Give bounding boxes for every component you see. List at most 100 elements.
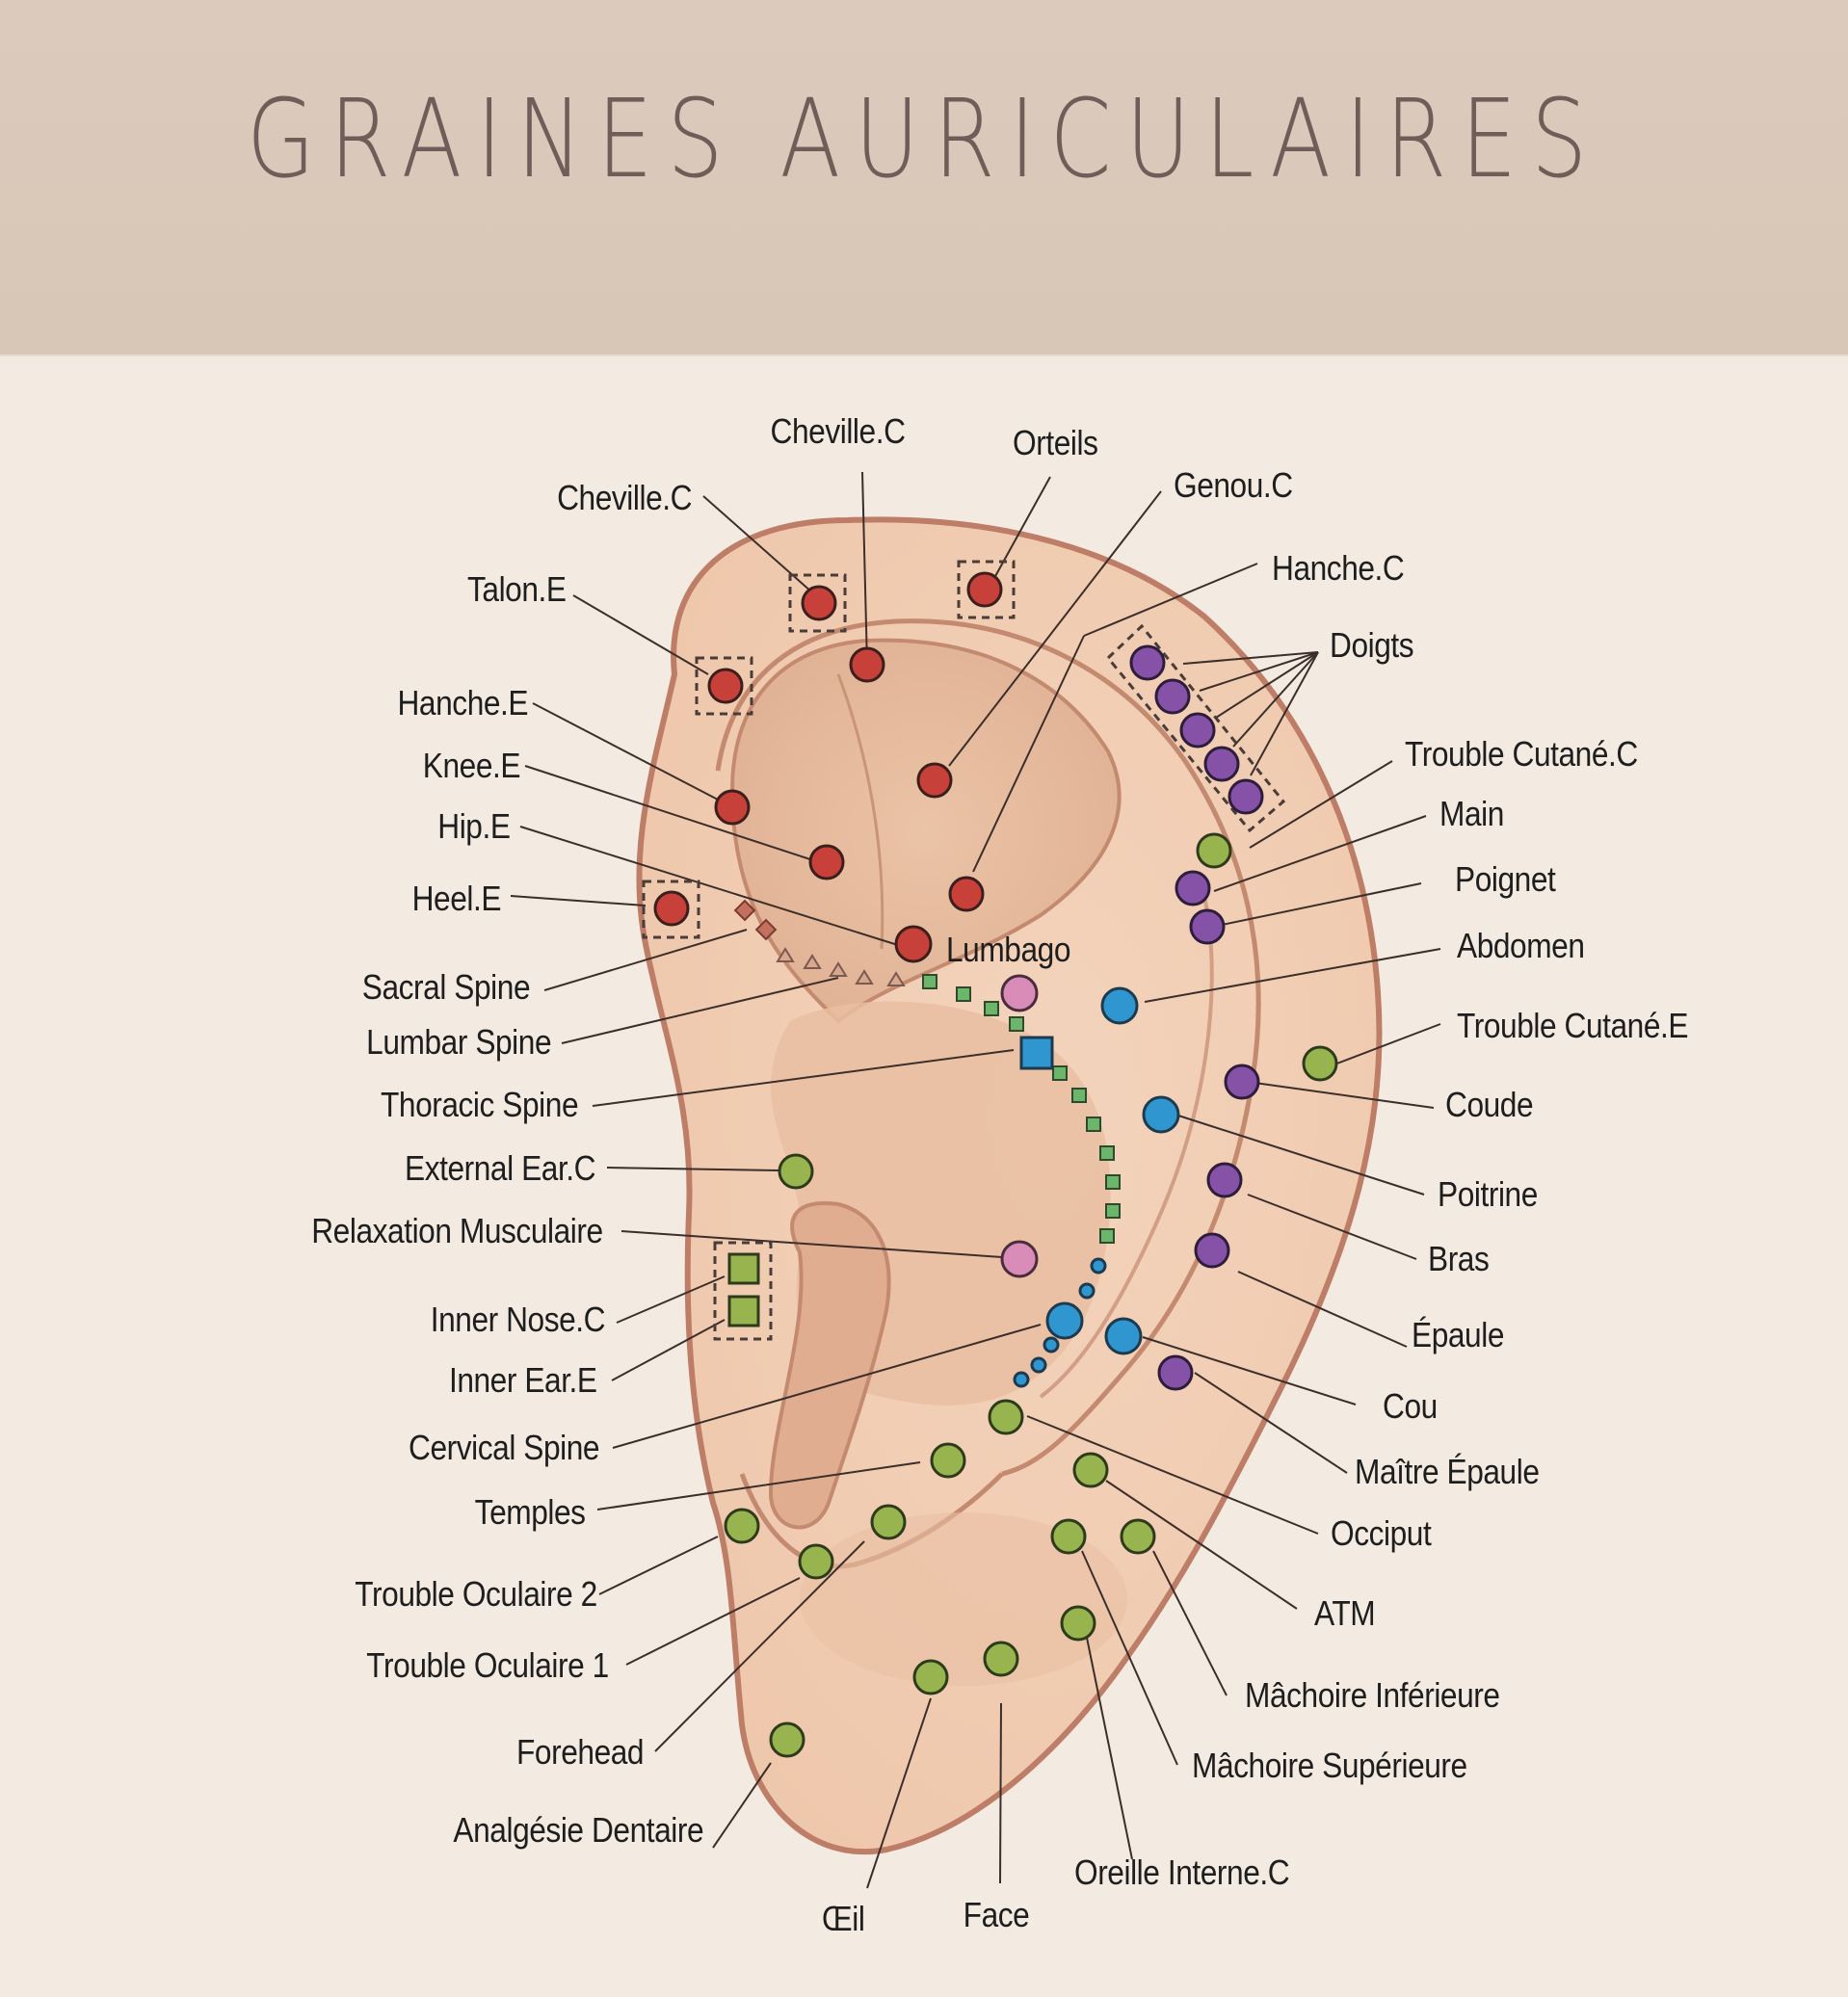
sacral-spine-markers <box>733 899 778 941</box>
label-sacral-spine: Sacral Spine <box>361 967 531 1007</box>
dashed-groups <box>642 560 1286 1341</box>
label-forehead: Forehead <box>515 1732 645 1772</box>
label-epaule: Épaule <box>1412 1315 1505 1354</box>
point-trouble-oculaire-2 <box>724 1508 760 1544</box>
point-machoire-inferieure <box>1120 1518 1156 1555</box>
point-poignet <box>1189 908 1226 945</box>
label-talon-e: Talon.E <box>467 569 567 609</box>
point-talon-e <box>707 668 744 704</box>
triangular-fossa <box>729 638 1122 1024</box>
label-thoracic-spine: Thoracic Spine <box>380 1085 579 1124</box>
label-hanche-c: Hanche.C <box>1272 548 1405 588</box>
blue-points <box>1013 986 1180 1388</box>
label-cou: Cou <box>1383 1386 1438 1426</box>
point-face <box>983 1641 1019 1677</box>
label-external-ear-c: External Ear.C <box>404 1148 596 1188</box>
thoracic-spine-point <box>1019 1036 1054 1070</box>
label-hanche-e: Hanche.E <box>397 683 528 723</box>
point-maitre-epaule <box>1157 1354 1194 1391</box>
point-knee-e <box>808 844 845 880</box>
antihelix-band <box>715 618 1261 1477</box>
label-trouble-oculaire-2: Trouble Oculaire 2 <box>355 1574 597 1614</box>
point-inner-ear-e <box>727 1295 760 1327</box>
label-atm: ATM <box>1314 1593 1376 1633</box>
header-banner: GRAINES AURICULAIRES <box>0 0 1848 356</box>
label-heel-e: Heel.E <box>411 879 502 918</box>
label-hip-e: Hip.E <box>437 806 512 846</box>
label-trouble-cutane-e: Trouble Cutané.E <box>1457 1006 1689 1045</box>
label-orteils: Orteils <box>1013 423 1098 462</box>
green-points <box>724 832 1338 1758</box>
label-lumbar-spine: Lumbar Spine <box>366 1022 551 1062</box>
label-cheville-c-left: Cheville.C <box>557 478 692 517</box>
label-abdomen: Abdomen <box>1457 926 1585 965</box>
point-trouble-cutane-c <box>1196 832 1232 869</box>
label-doigts: Doigts <box>1330 625 1414 665</box>
point-occiput <box>988 1399 1024 1435</box>
point-poitrine <box>1142 1095 1180 1134</box>
label-face: Face <box>963 1895 1030 1934</box>
point-hanche-e <box>714 789 751 826</box>
leader-lines <box>510 471 1441 1889</box>
point-cheville-c-left <box>801 585 837 621</box>
thoracic-spine-markers <box>922 974 1121 1244</box>
point-temples <box>930 1442 966 1479</box>
red-points <box>653 571 1003 963</box>
point-inner-nose-c <box>727 1252 760 1285</box>
point-coude <box>1224 1064 1260 1100</box>
point-trouble-cutane-e <box>1302 1045 1338 1082</box>
label-occiput: Occiput <box>1331 1513 1432 1553</box>
point-epaule <box>1194 1232 1230 1269</box>
label-cervical-spine: Cervical Spine <box>408 1428 600 1467</box>
label-inner-nose-c: Inner Nose.C <box>430 1300 606 1339</box>
label-lumbago: Lumbago <box>946 930 1071 969</box>
point-genou-c <box>916 762 953 799</box>
label-cheville-c-top: Cheville.C <box>770 411 906 451</box>
point-external-ear-c <box>778 1153 814 1190</box>
point-lumbago <box>894 925 933 963</box>
point-analgesie-dentaire <box>769 1721 805 1758</box>
point-hanche-c <box>948 876 985 912</box>
point-forehead <box>870 1504 907 1540</box>
label-poignet: Poignet <box>1455 859 1556 899</box>
label-poitrine: Poitrine <box>1438 1174 1538 1214</box>
tragus <box>768 1201 891 1530</box>
label-machoire-superieure: Mâchoire Supérieure <box>1192 1746 1467 1785</box>
point-cervical-spine <box>1045 1301 1084 1340</box>
point-orteils <box>966 571 1003 608</box>
label-trouble-cutane-c: Trouble Cutané.C <box>1405 734 1638 774</box>
lumbar-spine-markers <box>776 947 906 986</box>
point-atm <box>1072 1452 1109 1488</box>
label-main: Main <box>1439 794 1504 833</box>
point-oreille-interne-c <box>1060 1605 1096 1642</box>
point-doigt-4 <box>1203 746 1240 782</box>
label-oeil: Œil <box>822 1899 865 1938</box>
label-bras: Bras <box>1428 1239 1490 1278</box>
page-title: GRAINES AURICULAIRES <box>246 77 1602 202</box>
point-cheville-c-top <box>849 646 885 683</box>
label-oreille-interne-c: Oreille Interne.C <box>1074 1852 1290 1892</box>
point-heel-e <box>653 890 690 927</box>
inner-nose-ear-squares <box>727 1252 760 1327</box>
point-doigt-1 <box>1129 644 1166 681</box>
label-relaxation-musculaire: Relaxation Musculaire <box>311 1211 604 1250</box>
pink-points <box>1000 974 1039 1278</box>
purple-points <box>1129 644 1264 1391</box>
label-genou-c: Genou.C <box>1174 465 1293 505</box>
point-relaxation-musculaire <box>1000 1240 1039 1278</box>
point-oeil <box>912 1659 949 1695</box>
label-maitre-epaule: Maître Épaule <box>1355 1452 1540 1491</box>
label-knee-e: Knee.E <box>422 746 521 785</box>
point-bras <box>1206 1162 1243 1198</box>
label-inner-ear-e: Inner Ear.E <box>449 1360 597 1400</box>
label-temples: Temples <box>475 1492 586 1532</box>
point-doigt-2 <box>1154 678 1191 715</box>
point-lumbar-pink <box>1000 974 1039 1012</box>
label-coude: Coude <box>1445 1085 1534 1124</box>
point-doigt-3 <box>1179 712 1216 749</box>
point-machoire-superieure <box>1050 1518 1087 1555</box>
point-doigt-5 <box>1228 778 1264 815</box>
point-cou <box>1104 1317 1143 1355</box>
point-trouble-oculaire-1 <box>798 1543 834 1580</box>
